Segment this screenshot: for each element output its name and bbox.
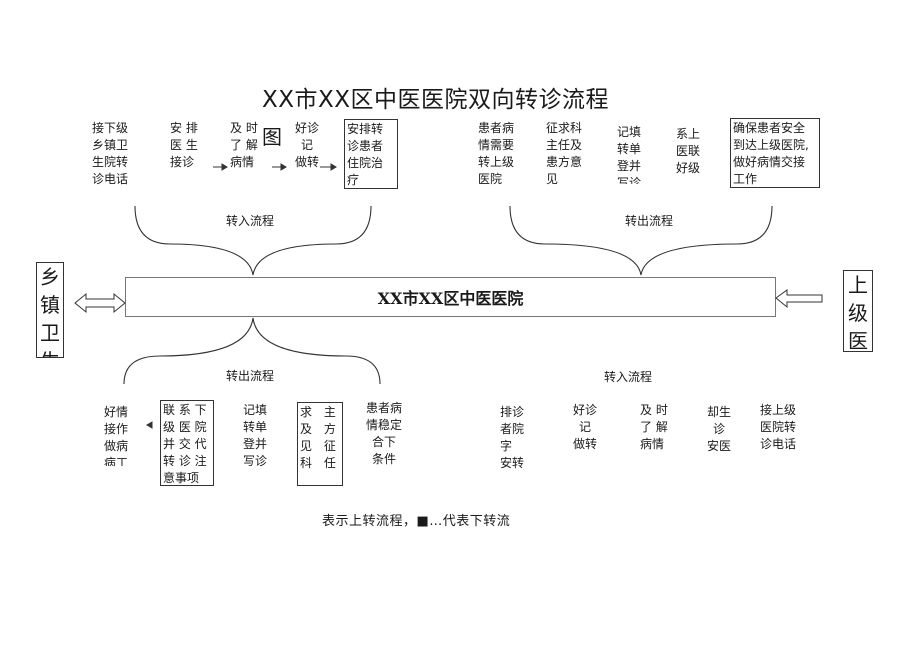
double-arrow-left — [74, 292, 126, 314]
brace-bottom-left — [123, 317, 381, 385]
step-arrange-doctor: 安 排医 生接诊 — [170, 121, 198, 169]
step-seek-opinion: 求 主及 方见 征科 任 — [297, 402, 343, 486]
step-need-transfer-up: 患者病情需要转上级医院 — [478, 121, 515, 186]
brace-top-left — [134, 205, 372, 276]
diagram-title-tail: 图 — [262, 125, 282, 149]
flow-label-top-right: 转出流程 — [625, 214, 674, 228]
step-fill-transfer-form: 记填转单登并写诊 — [617, 125, 642, 184]
step-receive-referral-call: 接下级乡镇卫生院转诊电话 — [92, 121, 129, 186]
step-consult-director: 征求科主任及患方意见 — [546, 121, 583, 186]
step-understand-condition-2: 及 时了 解病情 — [640, 403, 668, 451]
arrow-top-2 — [272, 163, 287, 171]
step-arrange-patient: 排诊者院字安转 — [500, 405, 525, 470]
flow-label-bottom-left: 转出流程 — [226, 369, 275, 383]
step-contact-lower-hospital: 联 系 下级 医 院并 交 代转 诊 注意事项 — [160, 400, 214, 486]
arrow-top-1 — [213, 163, 228, 171]
step-contact-upper-hospital: 系上医联好级 — [676, 127, 701, 175]
diagram-title: XX市XX区中医医院双向转诊流程 — [262, 87, 610, 113]
step-arrange-doctor-2: 却生诊安医 — [706, 405, 731, 453]
step-fill-referral-form: 记填转单登并写诊 — [243, 403, 268, 468]
step-receive-upper-call: 接上级医院转诊电话 — [760, 403, 797, 451]
flow-label-top-left: 转入流程 — [226, 214, 275, 228]
step-record-transfer: 好诊记做转 — [294, 121, 319, 169]
step-ensure-safe-arrival: 确保患者安全到达上级医院,做好病情交接工作 — [730, 118, 820, 188]
step-handover-condition: 好情接作做病病工 — [104, 405, 129, 466]
step-condition-stable: 患者病情稳定合下条件 — [365, 401, 402, 466]
hospital-name: XX市XX区中医医院 — [377, 289, 524, 308]
hospital-bar: XX市XX区中医医院 — [125, 277, 776, 317]
arrow-bottom-1 — [146, 421, 153, 429]
flow-label-bottom-right: 转入流程 — [604, 370, 653, 384]
arrow-top-3 — [320, 163, 337, 171]
step-arrange-hospitalization: 安排转诊患者住院治疗 — [344, 119, 398, 189]
step-register-transfer: 好诊记做转登 — [572, 403, 597, 451]
brace-top-right — [509, 205, 773, 276]
step-understand-condition: 及 时了 解病情 — [230, 121, 258, 169]
legend: 表示上转流程，■…代表下转流 — [322, 514, 511, 529]
upper-hospital-box: 上级医院 — [843, 270, 873, 352]
hollow-arrow-right — [775, 289, 823, 309]
